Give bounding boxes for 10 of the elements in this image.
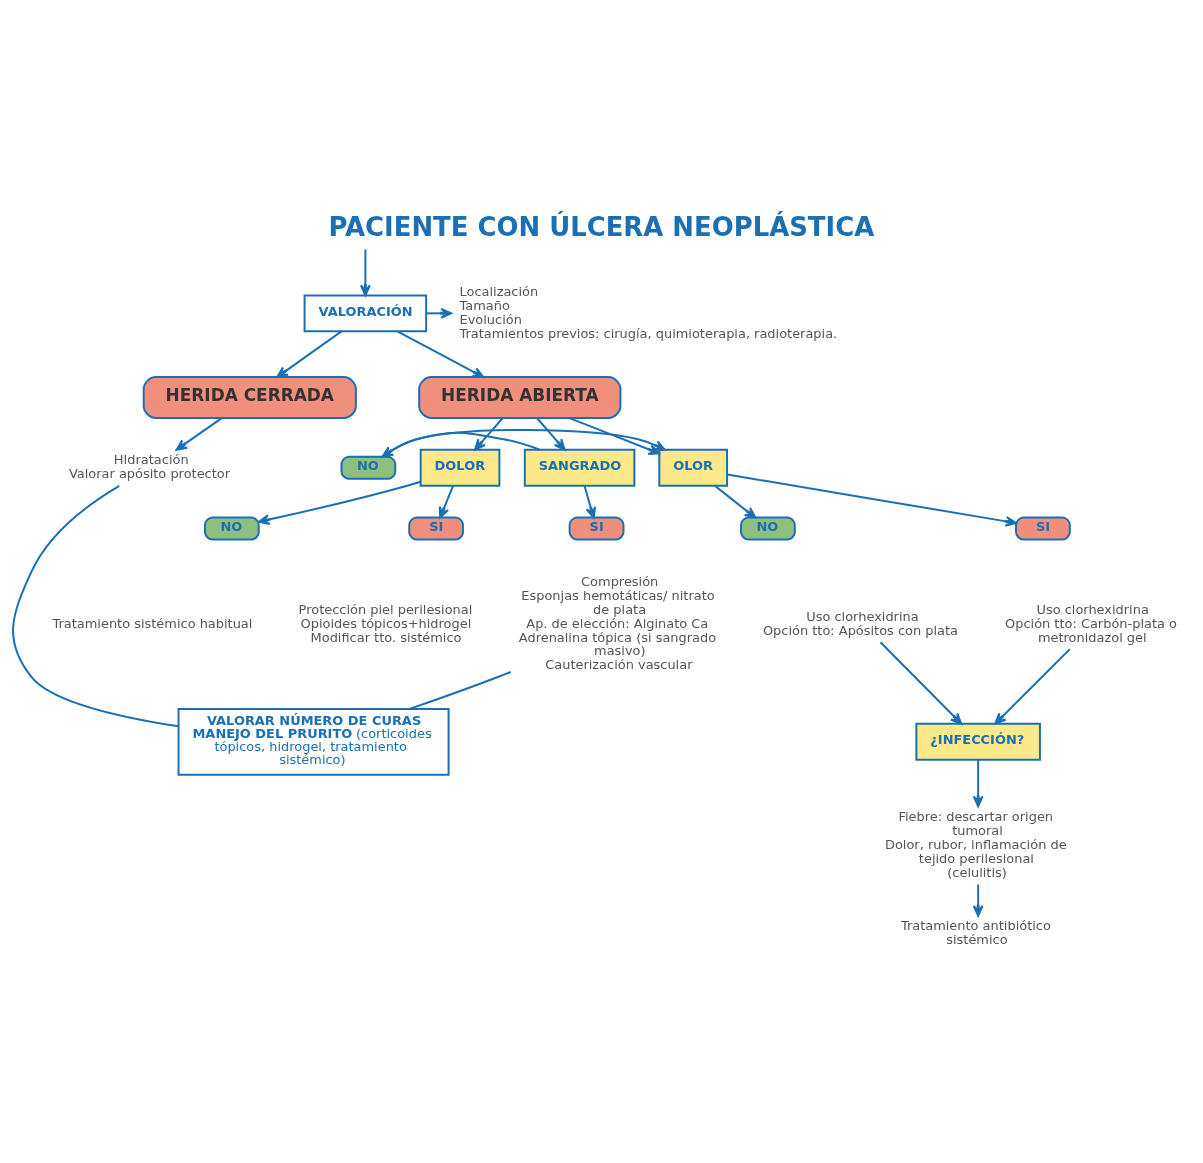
node-text: HIdratación Valorar apósito protector: [68, 451, 231, 481]
node-text: Tratamiento antibiótico sistémico: [900, 917, 1051, 947]
node-text: Compresión Esponjas hemotáticas/ nitrato de plata Ap. de elección: Alginato Ca Adrenalina tópica (si sangrado masivo) Cauterización vascular: [518, 573, 717, 672]
node-text: Localización Tamaño Evolución Tratamientos previos: cirugía, quimioterapia, radioterapia.: [459, 283, 838, 341]
node-text: Protección piel perilesional Opioides tópicos+hidrogel Modificar tto. sistémico: [298, 601, 473, 645]
diagram-title: PACIENTE CON ÚLCERA NEOPLÁSTICA: [328, 211, 875, 242]
node-text: Tratamiento sistémico habitual: [52, 615, 253, 631]
node-text: Uso clorhexidrina Opción tto: Carbón-plata o metronidazol gel: [1005, 601, 1177, 645]
node-text: Fiebre: descartar origen tumoral Dolor, rubor, inflamación de tejido perilesional (celulitis): [884, 808, 1067, 880]
node-text: Uso clorhexidrina Opción tto: Apósitos con plata: [762, 608, 959, 638]
